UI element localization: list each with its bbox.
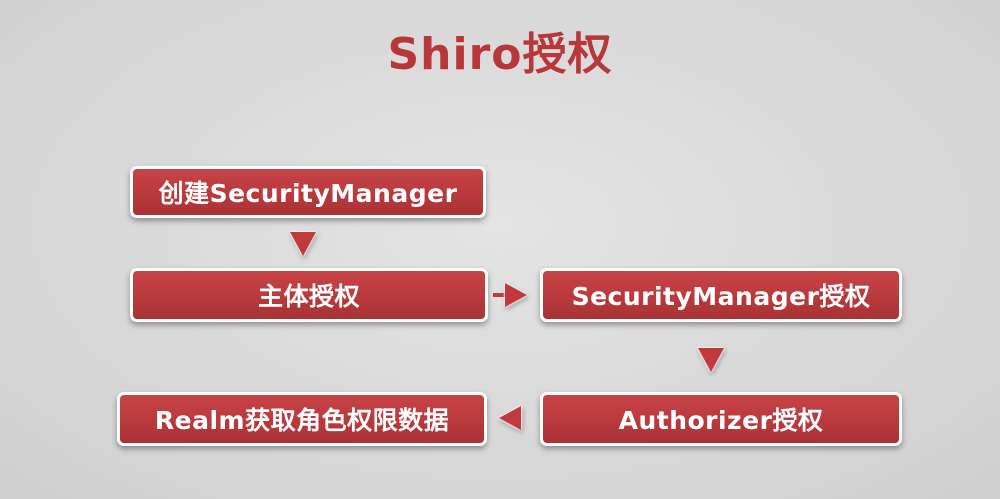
node-create-security-manager: 创建SecurityManager: [130, 166, 486, 218]
arrow-stem: [493, 293, 506, 297]
arrow-right-icon: [505, 283, 527, 307]
node-subject-authorization: 主体授权: [130, 268, 488, 322]
node-label: Realm获取角色权限数据: [154, 406, 450, 435]
diagram-title: Shiro授权: [387, 29, 613, 80]
arrow-down-icon: [290, 232, 316, 256]
arrow-left-icon: [499, 406, 521, 430]
node-security-manager-authorization: SecurityManager授权: [540, 268, 902, 322]
node-label: Authorizer授权: [618, 406, 824, 435]
node-realm-fetch-data: Realm获取角色权限数据: [117, 392, 487, 446]
node-authorizer-authorization: Authorizer授权: [540, 392, 902, 446]
node-label: 主体授权: [257, 282, 360, 311]
node-label: SecurityManager授权: [571, 282, 871, 311]
node-label: 创建SecurityManager: [158, 179, 458, 208]
arrow-down-icon: [698, 348, 724, 372]
